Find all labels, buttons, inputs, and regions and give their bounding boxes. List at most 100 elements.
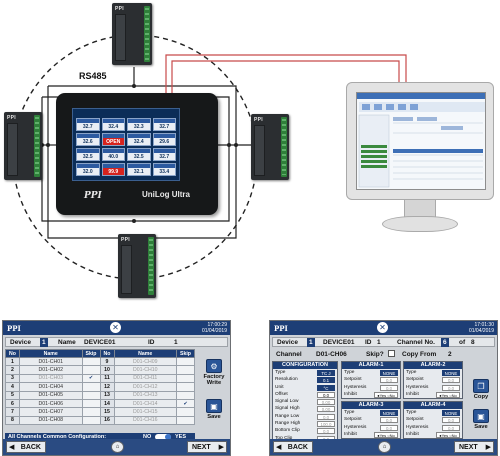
factory-write-button[interactable]: ⚙ Factory Write: [199, 359, 229, 386]
config-field-value[interactable]: 0.0: [317, 391, 335, 398]
config-field-value[interactable]: 0.0: [317, 413, 335, 420]
channel-name-cell[interactable]: D01-CH08: [19, 415, 83, 426]
skip-label: Skip?: [366, 351, 384, 358]
config-field-label: Signal High: [275, 406, 300, 412]
device-info-bar: Device 1 Name DEVICE01 ID 1: [5, 337, 228, 347]
config-field-value[interactable]: 0.00: [317, 399, 335, 406]
skip-checkbox[interactable]: [81, 398, 101, 409]
alarm-type-value[interactable]: NONE: [380, 410, 398, 416]
alarm-inhibit-value[interactable]: ●Yes ○No: [374, 431, 398, 438]
hmi-channel-tile: 32.7: [152, 148, 176, 161]
alarm-type-value[interactable]: NONE: [380, 370, 398, 376]
alarm-field-label: Setpoint: [344, 417, 362, 423]
alarm-setpoint-value[interactable]: 0.0: [442, 377, 460, 384]
device-front-panel: [121, 245, 132, 294]
alarm-field-label: Inhibit: [406, 391, 419, 397]
channel-name-cell[interactable]: D01-CH02: [19, 365, 83, 375]
config-field-label: Signal Low: [275, 399, 299, 405]
channel-name-cell[interactable]: D01-CH16: [113, 415, 177, 426]
skip-checkbox[interactable]: [176, 382, 195, 392]
alarm-hysteresis-value[interactable]: 0.0: [442, 424, 460, 431]
skip-checkbox[interactable]: [81, 390, 101, 400]
config-field-value[interactable]: °C: [317, 384, 335, 391]
settings-gear-icon[interactable]: ✕: [110, 322, 121, 333]
device-label: Device: [10, 339, 31, 346]
channel-name-cell[interactable]: D01-CH14: [113, 398, 177, 409]
config-field-value[interactable]: 0.0: [317, 428, 335, 435]
skip-checkbox[interactable]: [176, 365, 195, 375]
save-button[interactable]: ▣ Save: [466, 409, 496, 430]
skip-checkbox[interactable]: ✔: [176, 398, 195, 409]
channel-no-dropdown[interactable]: 6: [441, 338, 449, 347]
screen-footer: ◀ BACK ⌂ NEXT ▶: [270, 439, 497, 455]
alarm-hysteresis-value[interactable]: 0.0: [380, 424, 398, 431]
next-button[interactable]: NEXT ▶: [187, 441, 227, 453]
device-number[interactable]: 1: [40, 338, 48, 347]
hmi-tile-value: 40.0: [108, 153, 119, 160]
channel-name-cell[interactable]: D01-CH09: [113, 356, 177, 367]
channel-name-cell[interactable]: D01-CH01: [19, 356, 83, 367]
device-brand: PPI: [115, 6, 124, 12]
channel-name-cell[interactable]: D01-CH12: [113, 382, 177, 392]
config-field-value[interactable]: 0.1: [317, 377, 335, 384]
device-number[interactable]: 1: [307, 338, 315, 347]
channel-name-cell[interactable]: D01-CH03: [19, 373, 83, 384]
config-field-label: Range Low: [275, 413, 300, 419]
channel-name-cell[interactable]: D01-CH07: [19, 407, 83, 417]
skip-checkbox[interactable]: [81, 407, 101, 417]
back-button[interactable]: ◀ BACK: [273, 441, 313, 453]
settings-gear-icon[interactable]: ✕: [377, 322, 388, 333]
skip-checkbox[interactable]: [81, 365, 101, 375]
next-button[interactable]: NEXT ▶: [454, 441, 494, 453]
copy-from-dropdown[interactable]: 2: [448, 351, 452, 358]
device-front-panel: [115, 14, 126, 61]
alarm-type-value[interactable]: NONE: [442, 410, 460, 416]
hmi-channel-tile: 33.4: [152, 163, 176, 176]
alarm-hysteresis-value[interactable]: 0.0: [380, 384, 398, 391]
alarm-title: ALARM-3: [342, 402, 400, 409]
back-button[interactable]: ◀ BACK: [6, 441, 46, 453]
skip-checkbox[interactable]: [176, 407, 195, 417]
alarm-setpoint-value[interactable]: 0.0: [442, 417, 460, 424]
home-button[interactable]: ⌂: [378, 441, 391, 453]
config-field-value[interactable]: 100.0: [317, 421, 335, 428]
alarm-inhibit-value[interactable]: ●Yes ○No: [436, 431, 460, 438]
skip-checkbox[interactable]: [176, 390, 195, 400]
channel-name-cell[interactable]: D01-CH06: [19, 398, 83, 409]
skip-checkbox[interactable]: [81, 415, 101, 426]
alarm-setpoint-value[interactable]: 0.0: [380, 417, 398, 424]
alarm-hysteresis-value[interactable]: 0.0: [442, 384, 460, 391]
skip-checkbox[interactable]: [176, 373, 195, 384]
channel-no-label: Channel No.: [397, 339, 435, 346]
alarm-field-label: Hysteresis: [406, 424, 429, 430]
save-button[interactable]: ▣ Save: [199, 399, 229, 420]
channel-name-cell[interactable]: D01-CH05: [19, 390, 83, 400]
ppi-logo: PPI: [7, 324, 21, 333]
channel-name-cell[interactable]: D01-CH15: [113, 407, 177, 417]
hmi-tile-header: [153, 149, 175, 153]
config-field-value[interactable]: TC J: [317, 370, 335, 376]
hmi-tile-value: 32.5: [133, 153, 144, 160]
config-field-value[interactable]: 0.00: [317, 406, 335, 413]
alarm-inhibit-value[interactable]: ●Yes ○No: [374, 391, 398, 398]
channel-name-cell[interactable]: D01-CH11: [113, 373, 177, 384]
skip-checkbox[interactable]: ✔: [81, 373, 101, 384]
device-name: DEVICE01: [84, 339, 116, 346]
skip-checkbox[interactable]: [176, 415, 195, 426]
id-value: 1: [377, 339, 381, 346]
alarm-type-value[interactable]: NONE: [442, 370, 460, 376]
config-field-label: Unit: [275, 384, 284, 390]
channel-name-cell[interactable]: D01-CH13: [113, 390, 177, 400]
channel-name-cell[interactable]: D01-CH10: [113, 365, 177, 375]
copy-button[interactable]: ❐ Copy: [466, 379, 496, 400]
skip-checkbox[interactable]: [81, 356, 101, 367]
home-button[interactable]: ⌂: [111, 441, 124, 453]
skip-checkbox[interactable]: [81, 382, 101, 392]
alarm-inhibit-value[interactable]: ●Yes ○No: [436, 391, 460, 398]
common-config-toggle[interactable]: [155, 434, 171, 440]
alarm-setpoint-value[interactable]: 0.0: [380, 377, 398, 384]
channel-name-cell[interactable]: D01-CH04: [19, 382, 83, 392]
skip-checkbox[interactable]: [176, 356, 195, 367]
